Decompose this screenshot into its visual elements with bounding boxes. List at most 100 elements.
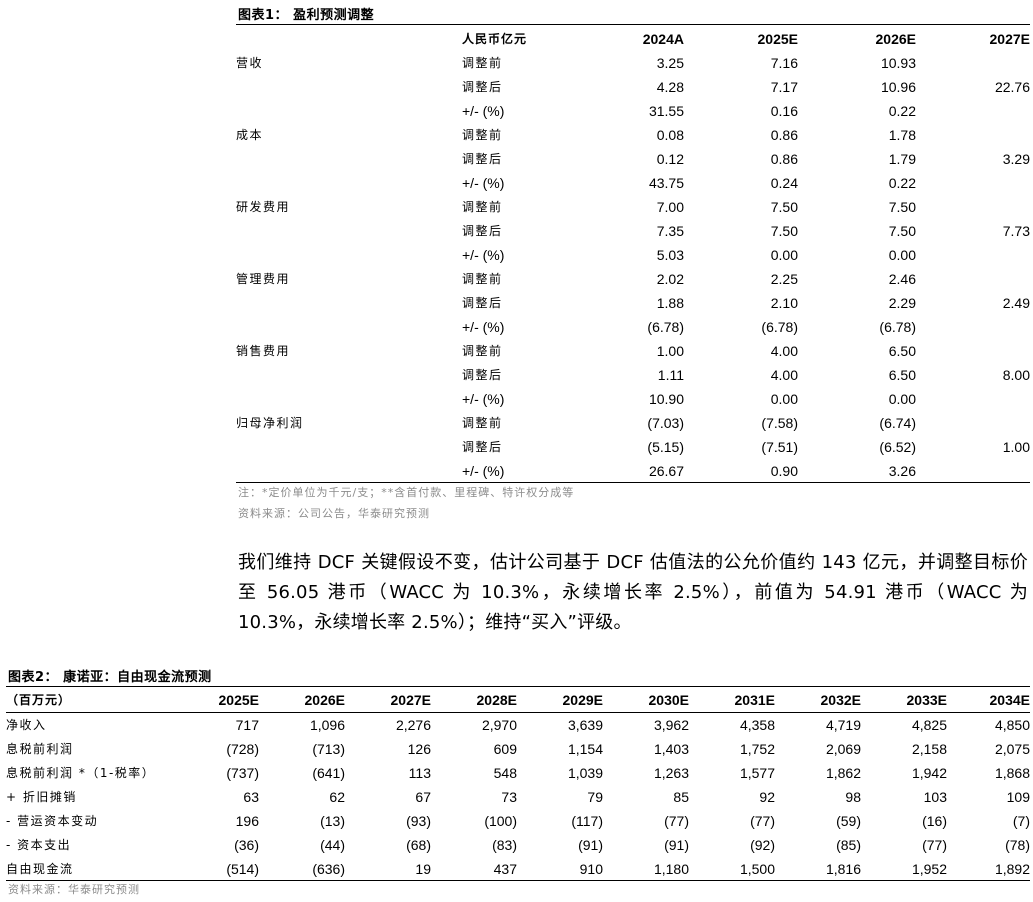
figure2-cell: (117) [571,813,603,829]
figure2-row-label: 自由现金流 [6,862,74,876]
figure1-cell: 7.73 [1002,223,1030,239]
figure2-cell: 4,850 [994,717,1030,733]
figure1-source: 资料来源：公司公告，华泰研究预测 [238,507,430,520]
figure2-cell: 1,039 [567,765,603,781]
figure2-cell: 4,825 [911,717,947,733]
figure1-cell: (6.78) [761,319,798,335]
figure2-cell: 1,180 [653,861,689,877]
figure1-cell [916,195,1030,219]
figure1-cell [916,99,1030,123]
figure1-cell: 0.08 [656,127,684,143]
figure2-cell: 1,154 [567,741,603,757]
figure2-row-label: 息税前利润 [6,742,74,756]
figure2-cell: (728) [226,741,259,757]
figure1-cell: 0.86 [770,151,798,167]
figure1-cell: 2.10 [770,295,798,311]
figure1-cell: 7.17 [770,79,798,95]
figure2-year-header: 2030E [648,692,689,708]
figure1-cell: 1.00 [656,343,684,359]
figure1-cell: 10.96 [880,79,916,95]
figure1-cell: 2.25 [770,271,798,287]
figure2-cell: (713) [312,741,345,757]
figure1-cell [916,315,1030,339]
figure1-cell: 7.50 [770,223,798,239]
figure2-cell: 1,952 [911,861,947,877]
figure1-row-label: 调整前 [462,416,503,430]
figure2-year-header: 2033E [906,692,947,708]
valuation-paragraph: 我们维持 DCF 关键假设不变，估计公司基于 DCF 估值法的公允价值约 143… [238,552,1028,633]
figure1-cell [916,123,1030,147]
figure2-cell: 548 [493,765,517,781]
figure1-cell: 43.75 [648,175,684,191]
figure2-cell: 92 [759,789,775,805]
figure1-cell [916,267,1030,291]
figure1-cell: 0.22 [888,103,916,119]
figure2-cell: (77) [922,837,947,853]
figure2-cell: (44) [320,837,345,853]
figure1-cell: 2.02 [656,271,684,287]
figure2-cell: 2,970 [481,717,517,733]
figure1-cell: 7.16 [770,55,798,71]
figure2-cell: 437 [493,861,517,877]
figure2-bottom-rule [6,880,1030,881]
figure1-row-label: 调整前 [462,272,503,286]
figure1-cell: 3.26 [888,463,916,479]
figure1-cell: 2.46 [888,271,916,287]
figure1-cell: 0.00 [770,247,798,263]
figure2-cell: 1,868 [994,765,1030,781]
figure1-group-name: 归母净利润 [236,416,304,430]
figure1-cell: (7.58) [761,415,798,431]
figure1-cell [916,51,1030,75]
figure1-header-row: 人民币亿元 2024A 2025E 2026E 2027E [236,27,1030,51]
figure2-cell: 62 [329,789,345,805]
figure2-cell: (68) [406,837,431,853]
figure1-cell: 1.11 [657,367,684,383]
figure2-cell: 126 [407,741,431,757]
figure2-cell: 1,403 [653,741,689,757]
figure1-note: 注：*定价单位为千元/支；**含首付款、里程碑、特许权分成等 [238,486,575,499]
figure2-cell: 4,358 [739,717,775,733]
figure1-row-label: 调整前 [462,128,503,142]
figure1-row-label: 调整后 [462,440,503,454]
figure1-cell: 1.79 [888,151,916,167]
figure1-cell: (6.78) [879,319,916,335]
figure2-cell: 2,069 [825,741,861,757]
figure2-cell: 98 [845,789,861,805]
figure1-cell: 6.50 [888,367,916,383]
figure1-cell: 0.12 [656,151,684,167]
figure2-year-header: 2034E [989,692,1030,708]
figure1-cell: 0.24 [770,175,798,191]
figure2-cell: 73 [501,789,517,805]
figure2-cell: 1,816 [825,861,861,877]
figure2-source: 资料来源：华泰研究预测 [8,883,140,896]
figure1-cell [916,171,1030,195]
figure1-row-label: 调整前 [462,344,503,358]
figure1-group-name: 销售费用 [236,344,291,358]
figure2-cell: (7) [1012,813,1030,829]
figure1-year-header: 2025E [757,31,798,47]
figure2-cell: 717 [235,717,259,733]
figure1-cell: (5.15) [647,439,684,455]
figure1-bottom-rule [236,482,1030,483]
figure1-cell: (7.51) [761,439,798,455]
figure1-cell: 0.00 [770,391,798,407]
figure1-group-name: 研发费用 [236,200,291,214]
figure2-cell: 2,075 [994,741,1030,757]
figure2-cell: (91) [664,837,689,853]
figure1-year-header: 2027E [989,31,1030,47]
figure2-cell: 19 [415,861,431,877]
figure1-year-header: 2026E [875,31,916,47]
figure2-cell: (92) [750,837,775,853]
figure1-row: 归母净利润调整前(7.03)(7.58)(6.74) [236,411,1030,435]
figure1-cell: 3.25 [656,55,684,71]
figure1-row-label: 调整后 [462,296,503,310]
figure1-row-label: 调整后 [462,152,503,166]
